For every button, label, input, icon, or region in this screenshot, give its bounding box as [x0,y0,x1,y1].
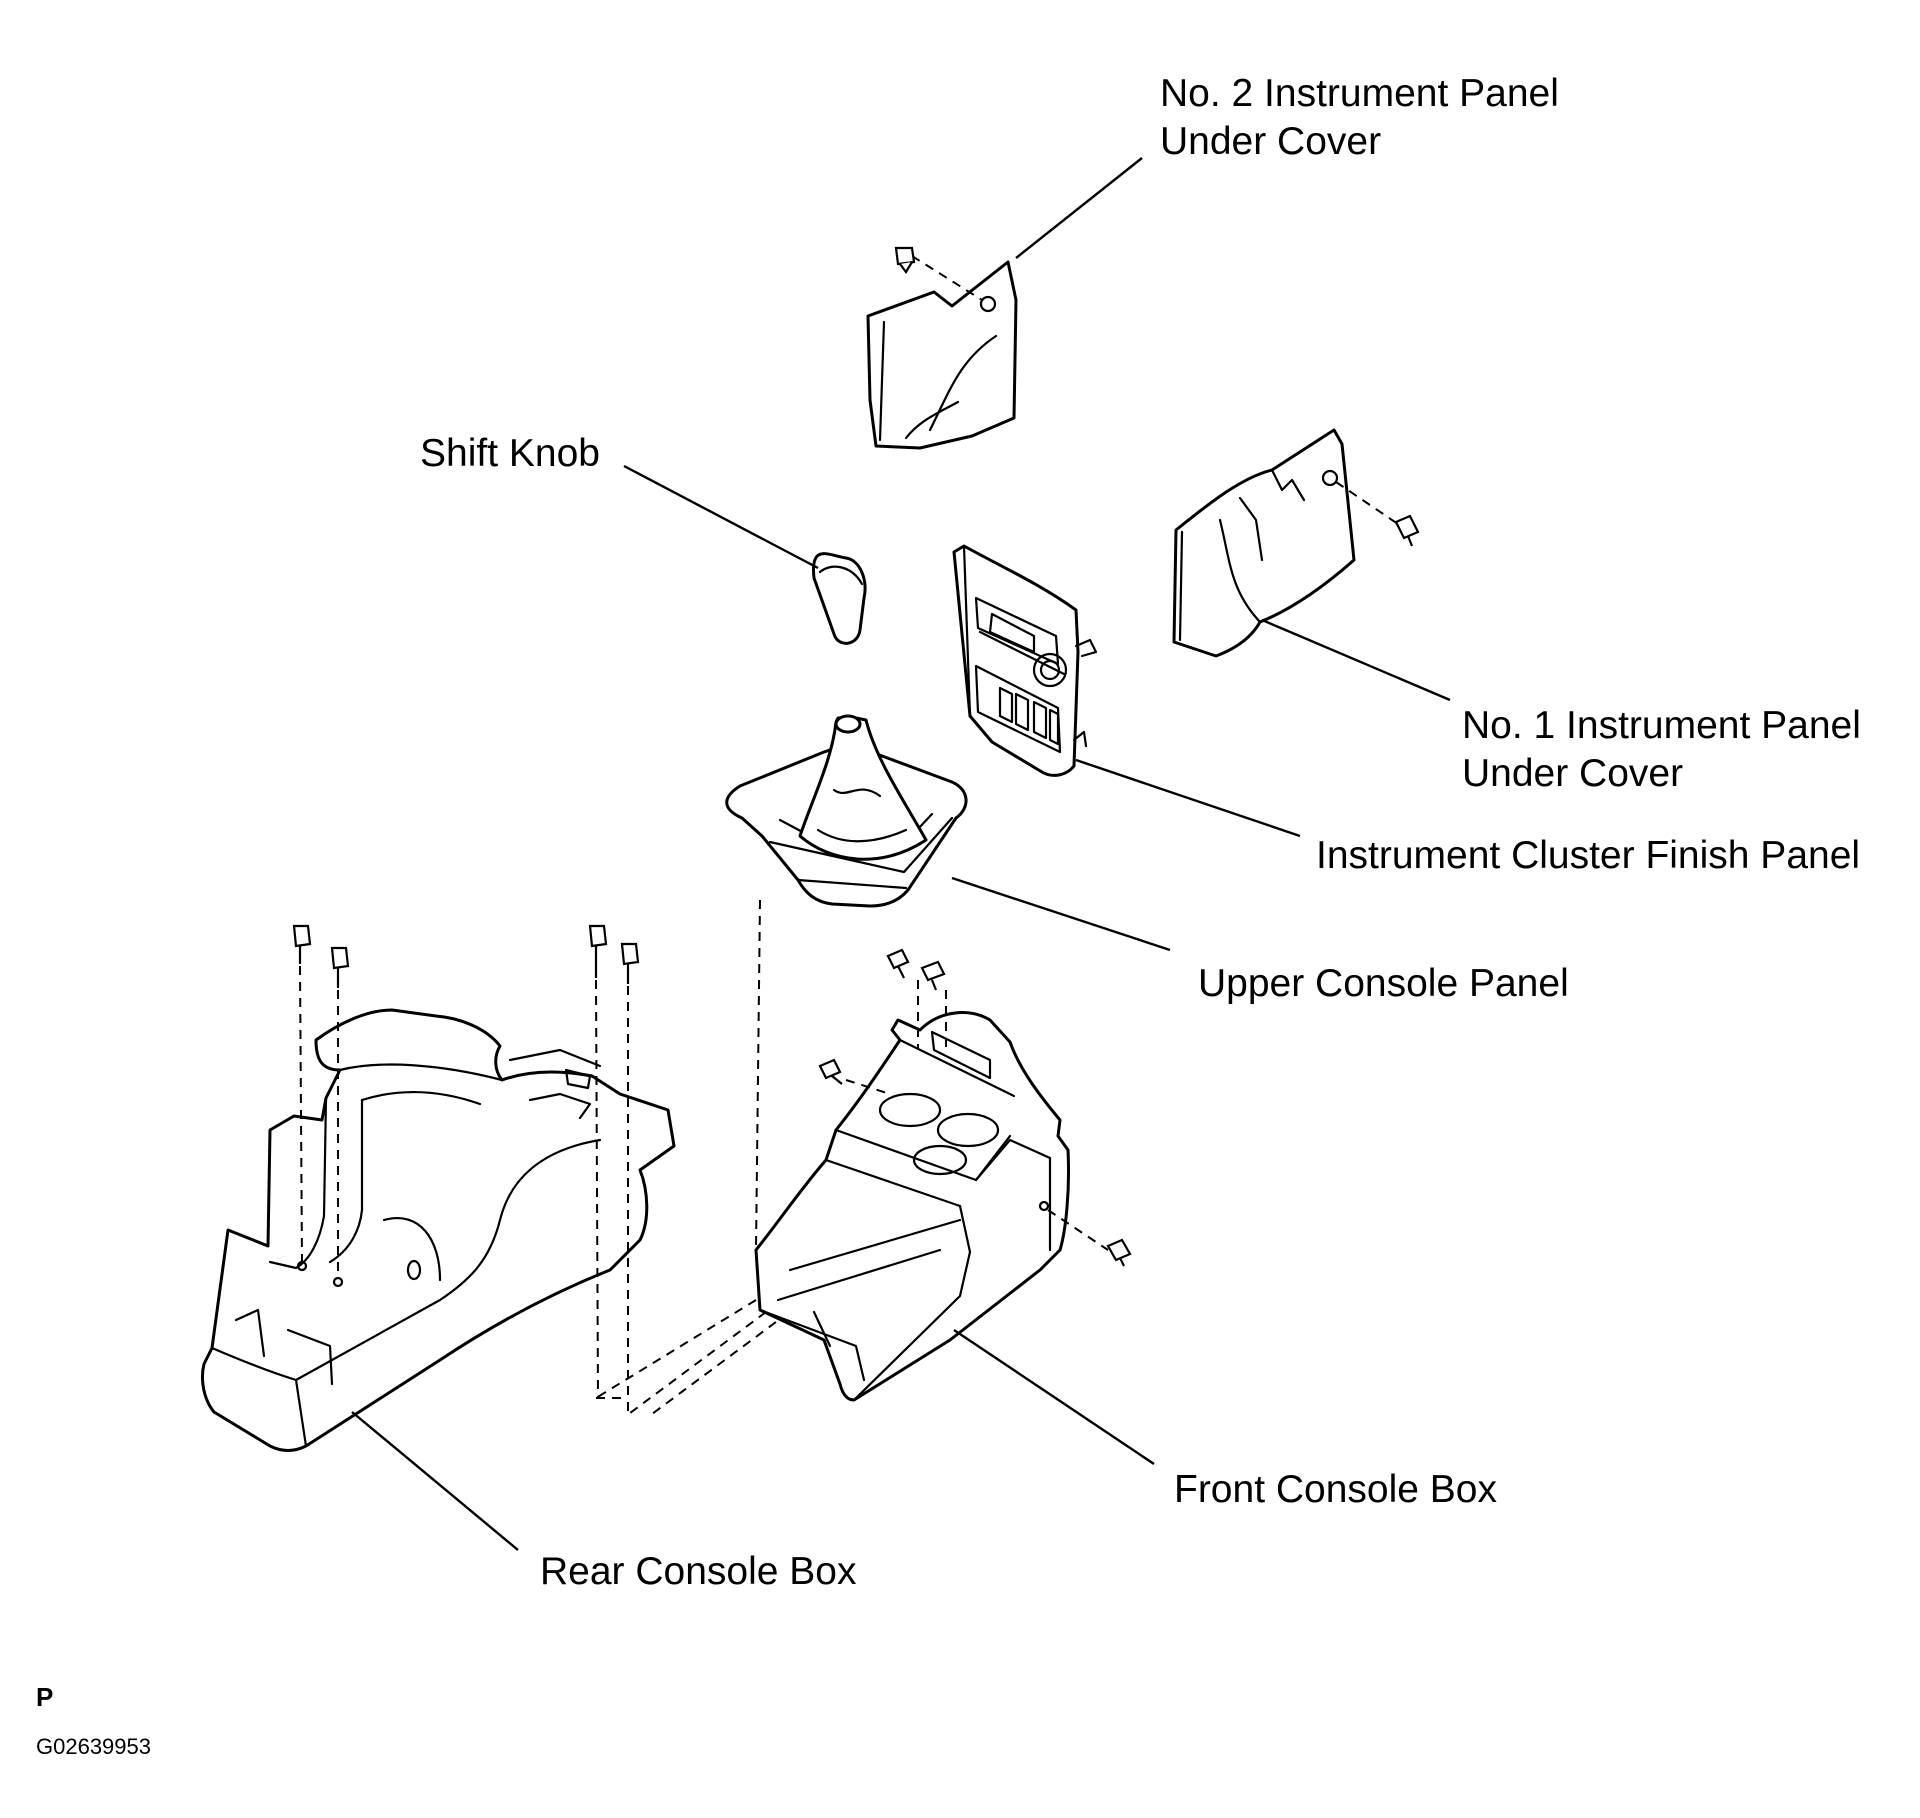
leader-rear-console-box [351,1411,519,1551]
upper-console-panel [725,714,968,1251]
shift-knob [812,552,867,645]
front-console-box [595,948,1132,1417]
leader-no2-cover [1015,157,1143,259]
no2-instrument-panel-under-cover [866,246,1018,450]
rear-box-bolt-icon-1 [292,924,312,964]
leader-cluster-finish-panel [1075,758,1301,838]
label-rear-console-box: Rear Console Box [540,1550,857,1593]
label-cluster-finish-panel: Instrument Cluster Finish Panel [1316,834,1860,877]
instrument-cluster-finish-panel [952,544,1098,777]
figure-mark: P [36,1682,53,1712]
leader-front-console-box [953,1329,1155,1465]
no1-cover-screw-icon [1394,514,1420,547]
label-front-console-box: Front Console Box [1174,1468,1497,1511]
rear-box-bolt-icon-2 [330,946,350,988]
rear-box-bolt-icon-4 [620,942,640,984]
front-box-screw-icon-4 [1106,1238,1132,1267]
front-box-screw-icon-1 [886,948,910,979]
label-no2-cover-line1: No. 2 Instrument Panel [1160,72,1559,115]
rear-box-bolt-icon-3 [588,924,608,978]
front-box-screw-icon-3 [818,1058,843,1085]
no1-instrument-panel-under-cover [1172,428,1420,658]
label-no1-cover-line2: Under Cover [1462,752,1683,795]
label-upper-console-panel: Upper Console Panel [1198,962,1569,1005]
label-no1-cover-line1: No. 1 Instrument Panel [1462,704,1861,747]
leader-no1-cover [1261,618,1451,702]
front-box-screw-icon-2 [920,960,946,991]
leader-shift-knob [623,464,819,570]
leader-upper-console-panel [951,876,1171,952]
label-no2-cover-line2: Under Cover [1160,120,1381,163]
label-shift-knob: Shift Knob [420,432,600,475]
no2-cover-clip-icon [894,246,916,274]
figure-code: G02639953 [36,1734,151,1759]
rear-console-box [200,924,676,1452]
